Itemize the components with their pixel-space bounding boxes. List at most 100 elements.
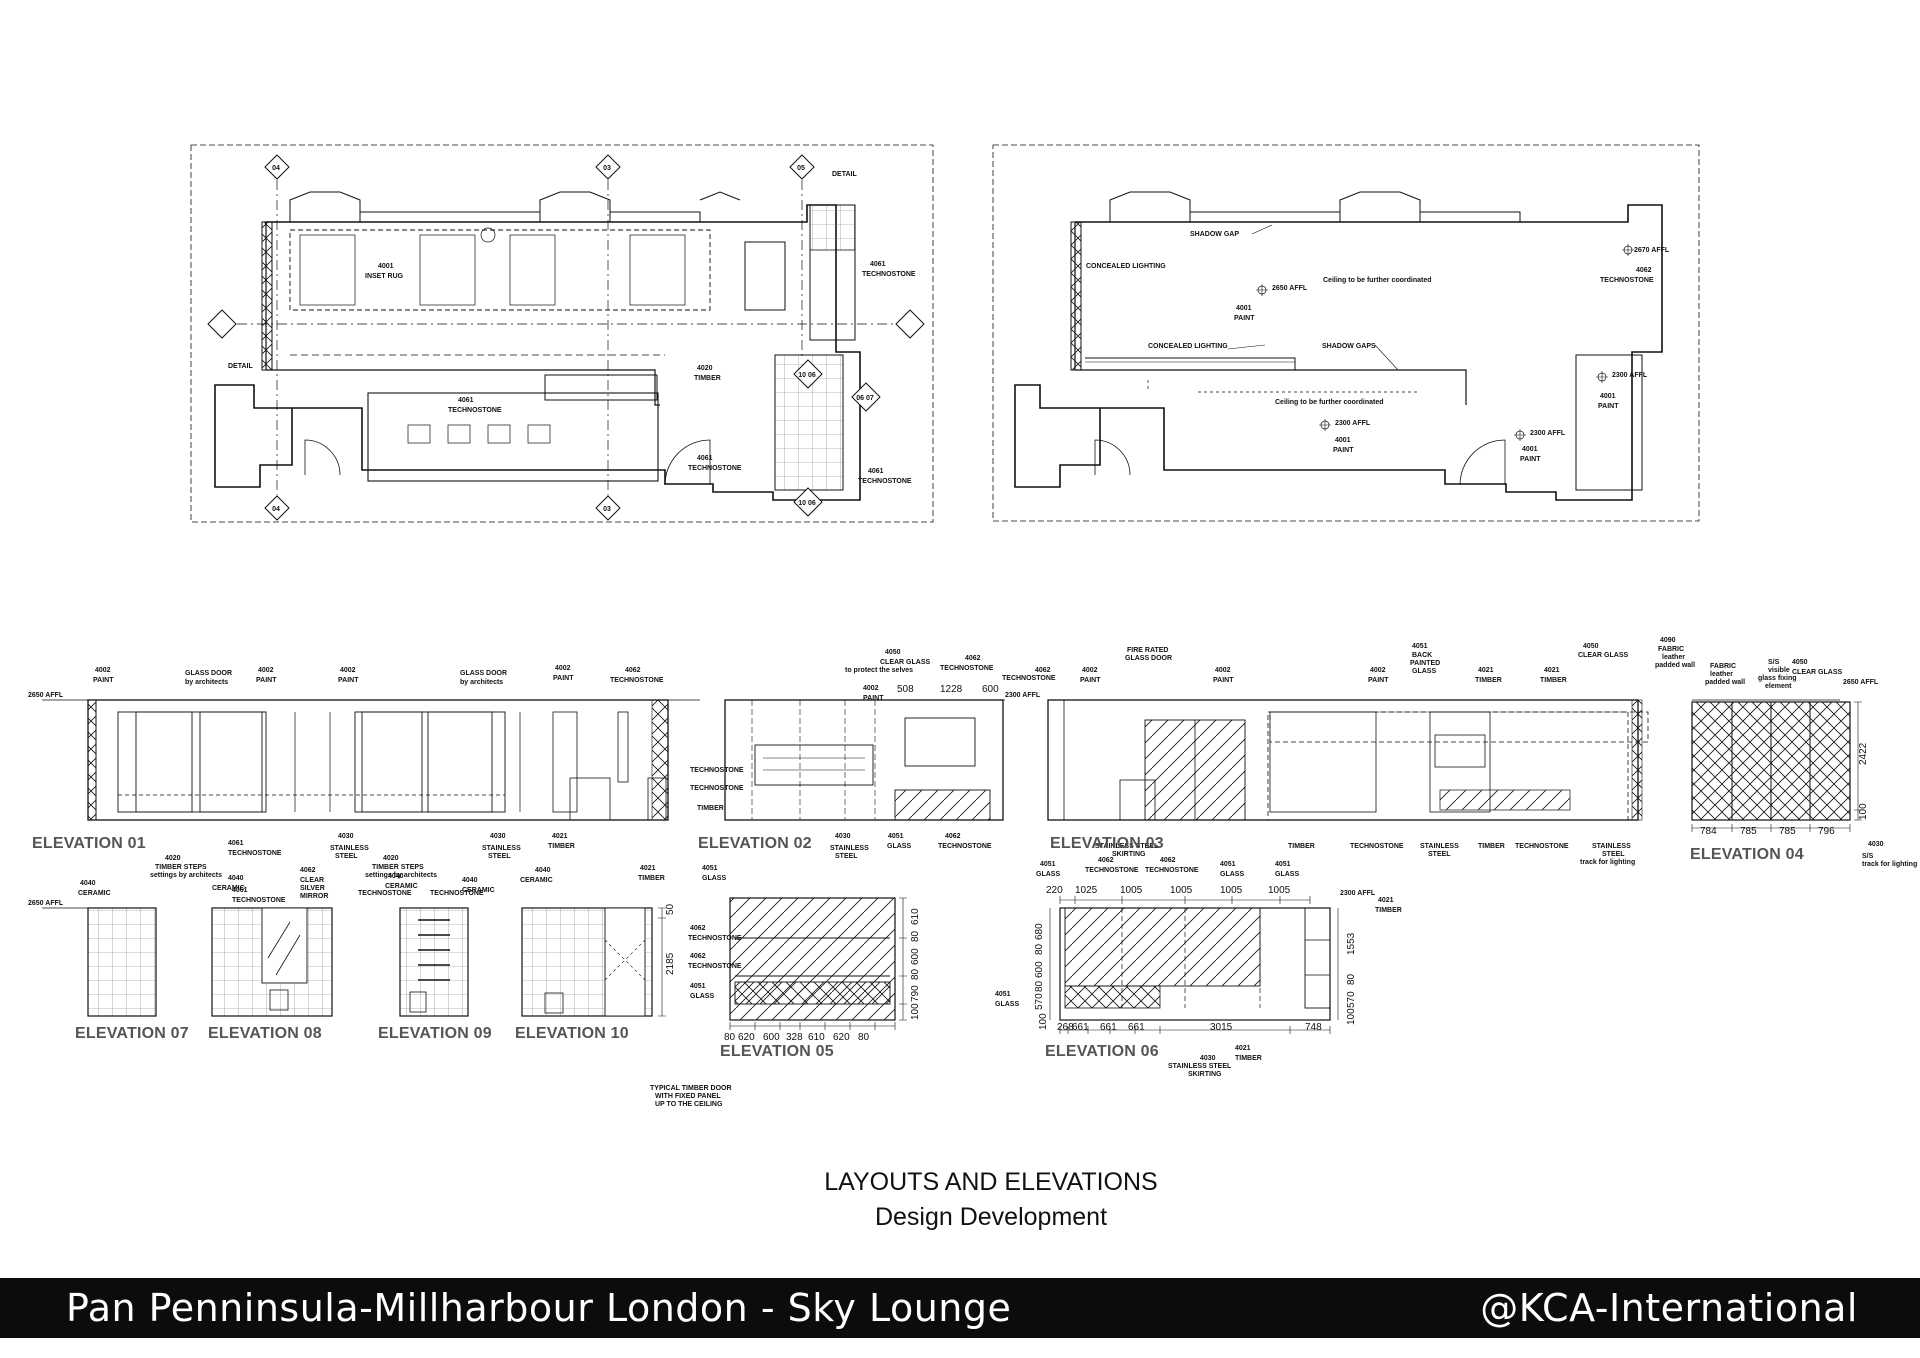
svg-text:03: 03 — [603, 506, 611, 513]
svg-text:4051: 4051 — [690, 983, 706, 990]
svg-text:4061: 4061 — [697, 455, 713, 462]
svg-text:4002: 4002 — [95, 667, 111, 674]
sheet-subtitle: Design Development — [875, 1203, 1107, 1231]
svg-text:CERAMIC: CERAMIC — [462, 887, 495, 894]
svg-text:80: 80 — [1034, 980, 1045, 992]
svg-text:4061: 4061 — [870, 261, 886, 268]
svg-text:element: element — [1765, 683, 1792, 690]
svg-text:CERAMIC: CERAMIC — [212, 885, 245, 892]
svg-text:80: 80 — [724, 1032, 736, 1043]
svg-text:CERAMIC: CERAMIC — [78, 890, 111, 897]
svg-text:4030: 4030 — [835, 833, 851, 840]
inset-rug — [289, 229, 711, 311]
svg-text:STAINLESS: STAINLESS — [330, 845, 369, 852]
svg-text:STAINLESS STEEL: STAINLESS STEEL — [1095, 843, 1159, 850]
elevation-labels: 2650 AFFL 4002 PAINT GLASS DOOR by archi… — [28, 637, 1917, 1108]
dimension-figures: 508 1228 600 784 785 785 796 2422 100 80… — [665, 684, 1869, 1043]
elevation-10-title: ELEVATION 10 — [515, 1025, 629, 1042]
svg-text:600: 600 — [982, 684, 999, 695]
svg-text:TECHNOSTONE: TECHNOSTONE — [688, 963, 742, 970]
svg-text:600: 600 — [763, 1032, 780, 1043]
svg-text:visible: visible — [1768, 667, 1790, 674]
svg-text:STEEL: STEEL — [1602, 851, 1625, 858]
svg-text:STAINLESS: STAINLESS — [1592, 843, 1631, 850]
svg-text:220: 220 — [1046, 885, 1063, 896]
svg-text:TECHNOSTONE: TECHNOSTONE — [690, 767, 744, 774]
svg-text:GLASS: GLASS — [1220, 871, 1244, 878]
svg-text:2650 AFFL: 2650 AFFL — [1843, 679, 1879, 686]
svg-text:4040: 4040 — [80, 880, 96, 887]
svg-text:4021: 4021 — [640, 865, 656, 872]
elevation-01-title: ELEVATION 01 — [32, 835, 146, 852]
svg-text:4051: 4051 — [1412, 643, 1428, 650]
svg-text:4001: 4001 — [378, 263, 394, 270]
svg-text:GLASS: GLASS — [1036, 871, 1060, 878]
svg-text:GLASS DOOR: GLASS DOOR — [460, 670, 507, 677]
rcp-boundary — [992, 144, 1700, 522]
svg-text:by architects: by architects — [185, 679, 228, 686]
svg-text:WITH FIXED PANEL: WITH FIXED PANEL — [655, 1093, 721, 1100]
svg-text:4030: 4030 — [1200, 1055, 1216, 1062]
svg-text:GLASS: GLASS — [887, 843, 911, 850]
svg-text:570: 570 — [1346, 991, 1357, 1008]
svg-text:4050: 4050 — [885, 649, 901, 656]
elevation-07-drawing — [87, 907, 157, 1017]
svg-text:4001: 4001 — [1600, 393, 1616, 400]
svg-text:4061: 4061 — [232, 887, 248, 894]
svg-text:4002: 4002 — [863, 685, 879, 692]
svg-text:4002: 4002 — [1370, 667, 1386, 674]
svg-text:4090: 4090 — [1660, 637, 1676, 644]
svg-text:STAINLESS: STAINLESS — [1420, 843, 1459, 850]
svg-text:track for lighting: track for lighting — [1580, 859, 1635, 866]
svg-text:4001: 4001 — [1335, 437, 1351, 444]
svg-text:GLASS: GLASS — [690, 993, 714, 1000]
svg-text:10 06: 10 06 — [798, 372, 816, 379]
svg-text:2670 AFFL: 2670 AFFL — [1634, 247, 1670, 254]
svg-text:PAINT: PAINT — [553, 675, 574, 682]
elevation-04-title: ELEVATION 04 — [1690, 846, 1804, 863]
svg-text:DETAIL: DETAIL — [832, 171, 857, 178]
svg-text:SILVER: SILVER — [300, 885, 325, 892]
svg-text:4002: 4002 — [340, 667, 356, 674]
svg-text:FABRIC: FABRIC — [1710, 663, 1736, 670]
svg-text:TIMBER: TIMBER — [1475, 677, 1502, 684]
svg-text:4020: 4020 — [383, 855, 399, 862]
elevation-titles: ELEVATION 01 ELEVATION 02 ELEVATION 03 E… — [32, 835, 1804, 1060]
footer-bar: Pan Penninsula-Millharbour London - Sky … — [0, 1278, 1920, 1338]
svg-text:2300 AFFL: 2300 AFFL — [1612, 372, 1648, 379]
elevation-08-title: ELEVATION 08 — [208, 1025, 322, 1042]
svg-text:268: 268 — [1057, 1022, 1074, 1033]
svg-text:Ceiling to be further coordina: Ceiling to be further coordinated — [1275, 399, 1384, 406]
svg-text:CLEAR: CLEAR — [300, 877, 324, 884]
svg-text:4062: 4062 — [1098, 857, 1114, 864]
svg-text:4062: 4062 — [1035, 667, 1051, 674]
svg-text:TIMBER: TIMBER — [1288, 843, 1315, 850]
svg-text:TECHNOSTONE: TECHNOSTONE — [610, 677, 664, 684]
svg-text:2300 AFFL: 2300 AFFL — [1335, 420, 1371, 427]
svg-text:796: 796 — [1818, 826, 1835, 837]
svg-text:leather: leather — [1710, 671, 1733, 678]
svg-text:508: 508 — [897, 684, 914, 695]
svg-text:TECHNOSTONE: TECHNOSTONE — [1002, 675, 1056, 682]
svg-text:STEEL: STEEL — [1428, 851, 1451, 858]
svg-text:TECHNOSTONE: TECHNOSTONE — [232, 897, 286, 904]
svg-text:STEEL: STEEL — [335, 853, 358, 860]
svg-text:TECHNOSTONE: TECHNOSTONE — [228, 850, 282, 857]
svg-text:4051: 4051 — [995, 991, 1011, 998]
svg-text:PAINT: PAINT — [863, 695, 884, 702]
plan-boundary — [190, 144, 934, 523]
svg-text:TIMBER: TIMBER — [1235, 1055, 1262, 1062]
svg-text:80: 80 — [910, 930, 921, 942]
ceiling-plan-labels: SHADOW GAP CONCEALED LIGHTING CONCEALED … — [1086, 231, 1670, 463]
elevation-03-title: ELEVATION 03 — [1050, 835, 1164, 852]
svg-text:4001: 4001 — [1522, 446, 1538, 453]
svg-text:TIMBER: TIMBER — [1375, 907, 1402, 914]
svg-text:glass fixing: glass fixing — [1758, 675, 1797, 682]
sheet-title: LAYOUTS AND ELEVATIONS — [824, 1168, 1157, 1196]
elevation-06-drawing — [1049, 896, 1339, 1034]
svg-text:TECHNOSTONE: TECHNOSTONE — [688, 935, 742, 942]
svg-text:2650 AFFL: 2650 AFFL — [28, 900, 64, 907]
svg-text:2300 AFFL: 2300 AFFL — [1005, 692, 1041, 699]
svg-text:PAINTED: PAINTED — [1410, 660, 1440, 667]
svg-text:328: 328 — [786, 1032, 803, 1043]
